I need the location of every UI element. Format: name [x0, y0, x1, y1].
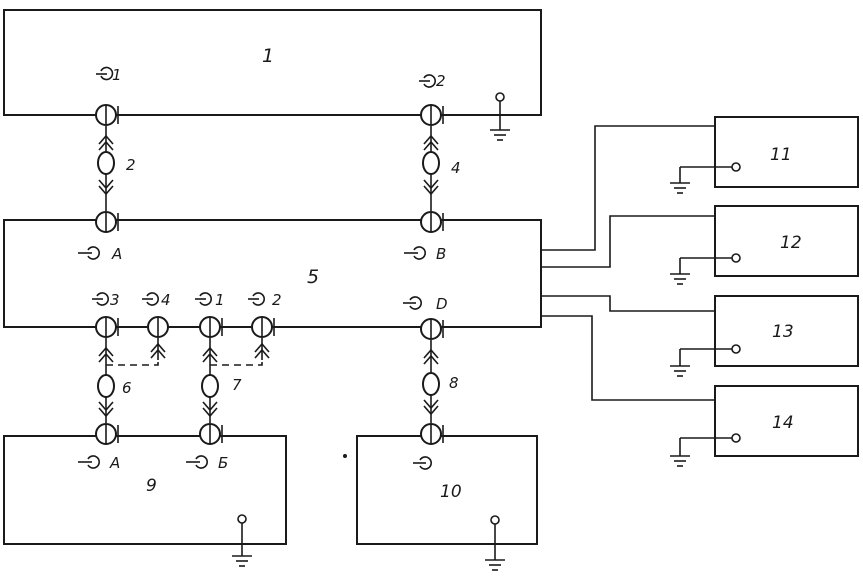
block-14-label: 14	[772, 413, 794, 433]
cable-2: 2	[97, 126, 136, 211]
block-12-label: 12	[780, 233, 802, 253]
connector-mid-d-label: D	[436, 295, 448, 313]
block-13-label: 13	[772, 322, 794, 342]
block-11-label: 11	[770, 145, 792, 165]
block-10: 10	[356, 435, 538, 571]
cable-4-label: 4	[451, 159, 461, 177]
cable-7: 7	[201, 338, 242, 423]
bus-wires	[541, 125, 715, 401]
connector-mid-3: 3	[92, 291, 120, 338]
connector-mid-1: 1	[195, 291, 225, 338]
connector-mid-b-label: B	[436, 245, 446, 263]
connector-mid-b: B	[404, 211, 446, 263]
block-13: 13	[670, 295, 859, 377]
connector-mid-4: 4	[142, 291, 171, 360]
cable-8-label: 8	[449, 374, 459, 392]
cable-4: 4	[422, 126, 461, 211]
connector-mid-a: A	[78, 211, 122, 263]
connector-top-1-label: 1	[112, 66, 122, 84]
stray-dot	[343, 454, 347, 458]
ground-symbol	[490, 92, 510, 141]
dashed-jumper	[106, 360, 263, 366]
connector-mid-4-label: 4	[161, 291, 171, 309]
connector-mid-3-label: 3	[110, 291, 120, 309]
block-5: 5	[3, 219, 542, 328]
cable-2-label: 2	[126, 156, 136, 174]
cable-6-label: 6	[122, 379, 132, 397]
block-1: 1	[3, 9, 542, 141]
connector-bot-b-label: Б	[218, 454, 228, 472]
connector-mid-d: D	[403, 295, 448, 340]
block-12: 12	[670, 205, 859, 285]
connector-top-2-label: 2	[436, 72, 446, 90]
block-1-label: 1	[262, 45, 274, 67]
connector-mid-2-label: 2	[272, 291, 282, 309]
block-9-label: 9	[146, 476, 157, 496]
connector-mid-a-label: A	[111, 245, 122, 263]
connector-top-1: 1	[95, 66, 122, 126]
connector-bot-b: Б	[186, 423, 228, 472]
connector-bot-10	[413, 423, 444, 470]
block-9: 9	[3, 435, 287, 567]
connector-mid-2: 2	[248, 291, 282, 360]
block-5-label: 5	[307, 266, 319, 288]
block-14: 14	[670, 385, 859, 467]
ground-symbol	[485, 515, 505, 571]
block-11: 11	[670, 116, 859, 194]
cable-8: 8	[422, 340, 459, 423]
connector-mid-1-label: 1	[215, 291, 225, 309]
connector-bot-a: A	[78, 423, 120, 472]
cable-6: 6	[97, 338, 132, 423]
block-10-label: 10	[440, 482, 462, 502]
connector-top-2: 2	[419, 72, 446, 126]
connector-bot-a-label: A	[109, 454, 120, 472]
ground-symbol	[232, 514, 252, 567]
cable-7-label: 7	[232, 376, 242, 394]
